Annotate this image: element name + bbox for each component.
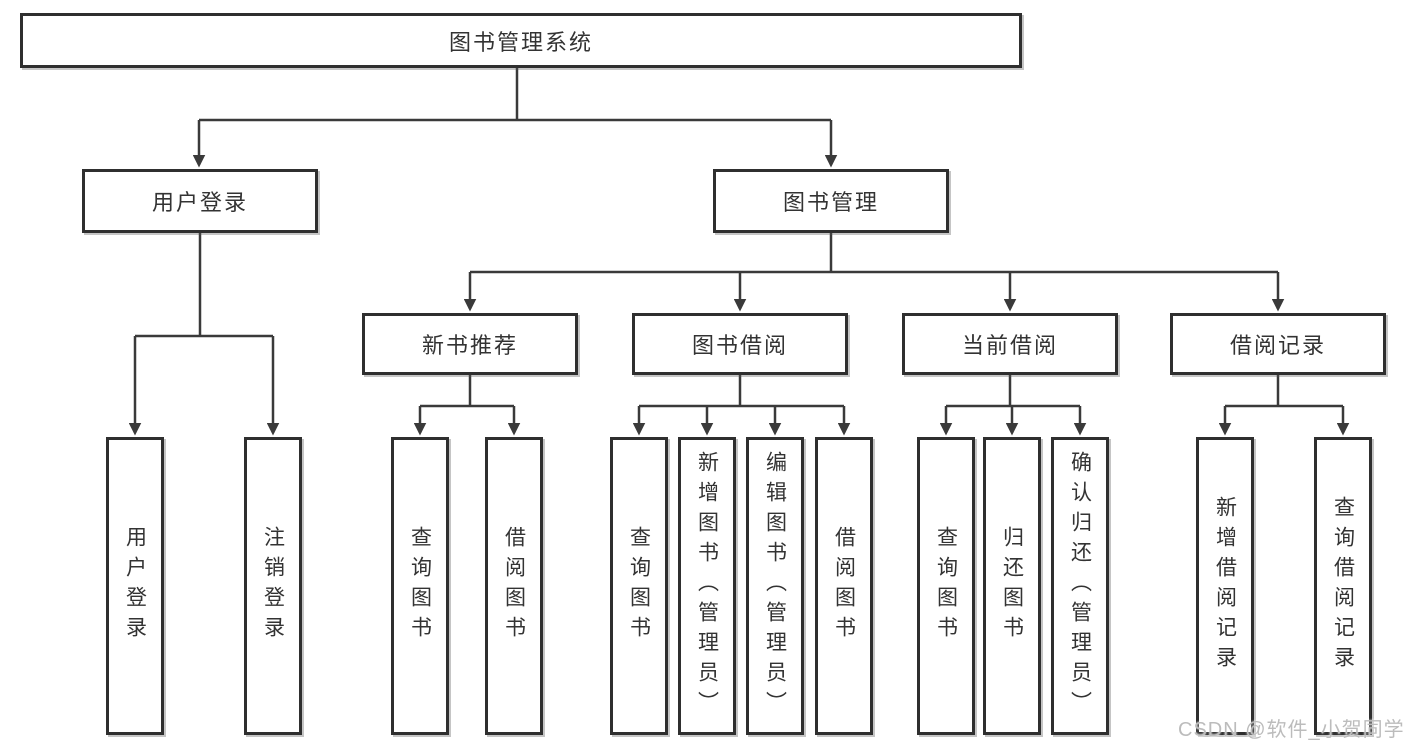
- node-label: 查询图书: [934, 526, 958, 646]
- node-new-book-recommend: 新书推荐: [362, 313, 578, 375]
- leaf-borrow-borrow-books: 借阅图书: [815, 437, 873, 735]
- node-borrowing-records: 借阅记录: [1170, 313, 1386, 375]
- leaf-current-confirm-return-admin: 确认归还（管理员）: [1051, 437, 1109, 735]
- node-label: 用户登录: [151, 190, 248, 215]
- node-label: 图书管理系统: [448, 29, 593, 55]
- node-current-borrowing: 当前借阅: [902, 313, 1118, 375]
- leaf-current-query-books: 查询图书: [917, 437, 975, 735]
- leaf-logout: 注销登录: [244, 437, 302, 735]
- node-label: 图书借阅: [691, 333, 788, 358]
- node-label: 查询图书: [408, 526, 432, 646]
- node-root-system: 图书管理系统: [20, 13, 1022, 68]
- leaf-rec-query-books: 查询图书: [391, 437, 449, 735]
- node-label: 归还图书: [1000, 526, 1024, 646]
- node-label: 注销登录: [261, 526, 285, 646]
- leaf-borrow-query-books: 查询图书: [610, 437, 668, 735]
- node-label: 借阅图书: [502, 526, 526, 646]
- node-label: 编辑图书（管理员）: [763, 451, 787, 721]
- node-label: 查询图书: [627, 526, 651, 646]
- leaf-borrow-add-books-admin: 新增图书（管理员）: [678, 437, 736, 735]
- node-book-borrowing: 图书借阅: [632, 313, 848, 375]
- node-label: 查询借阅记录: [1331, 496, 1355, 676]
- node-label: 借阅图书: [832, 526, 856, 646]
- node-label: 当前借阅: [961, 333, 1058, 358]
- node-label: 新书推荐: [421, 333, 518, 358]
- node-label: 确认归还（管理员）: [1068, 451, 1092, 721]
- leaf-records-add-record: 新增借阅记录: [1196, 437, 1254, 735]
- node-label: 新增图书（管理员）: [695, 451, 719, 721]
- csdn-watermark: CSDN @软件_小贺同学: [1178, 719, 1405, 741]
- node-label: 新增借阅记录: [1213, 496, 1237, 676]
- leaf-current-return-books: 归还图书: [983, 437, 1041, 735]
- leaf-borrow-edit-books-admin: 编辑图书（管理员）: [746, 437, 804, 735]
- node-book-management: 图书管理: [713, 169, 949, 233]
- node-label: 借阅记录: [1229, 333, 1326, 358]
- leaf-user-login: 用户登录: [106, 437, 164, 735]
- node-label: 用户登录: [123, 526, 147, 646]
- node-user-login: 用户登录: [82, 169, 318, 233]
- leaf-rec-borrow-books: 借阅图书: [485, 437, 543, 735]
- node-label: 图书管理: [782, 190, 879, 215]
- leaf-records-query-record: 查询借阅记录: [1314, 437, 1372, 735]
